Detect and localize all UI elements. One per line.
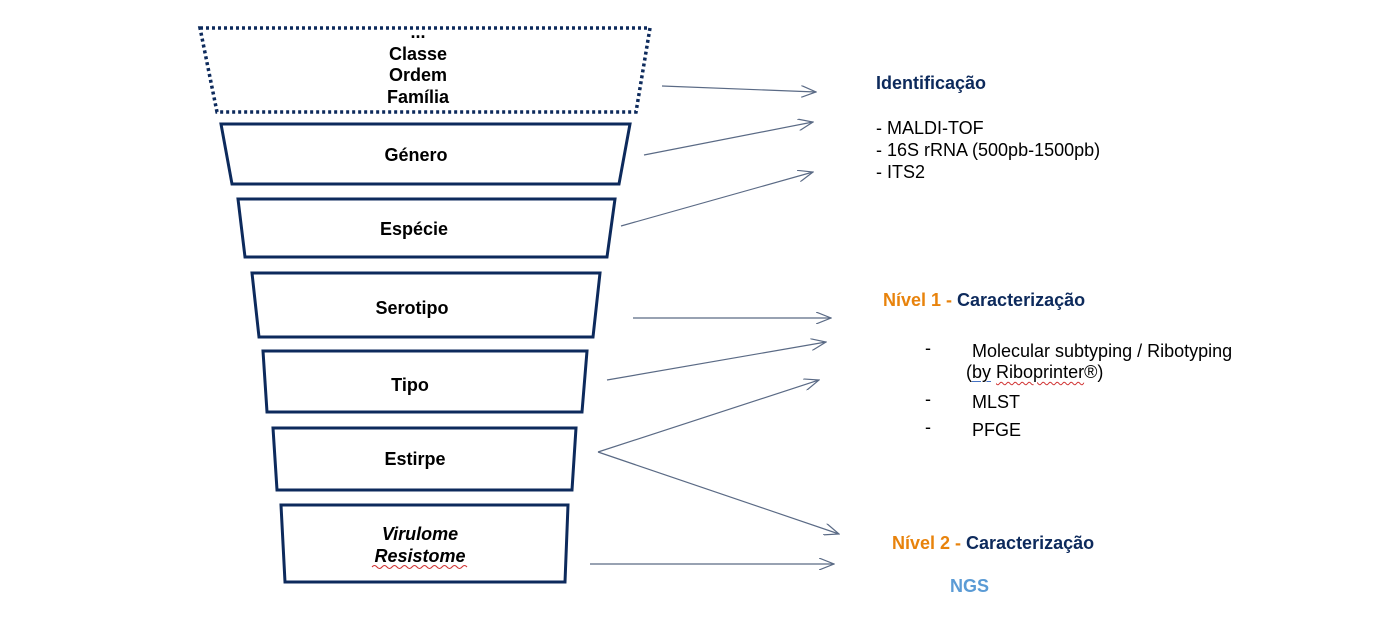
funnel-level-estirpe: Estirpe	[271, 426, 578, 492]
arrow-estirpe-to-nivel1	[597, 380, 819, 453]
funnel-level-serotipo: Serotipo	[250, 271, 602, 339]
nivel1-title-prefix: Nível 1 -	[883, 290, 958, 310]
nivel1-title: Nível 1 - Caracterização	[883, 290, 1085, 311]
level-ordem: Ordem	[389, 65, 447, 85]
funnel-level-genero: Género	[219, 122, 632, 186]
level-classe: Classe	[389, 44, 447, 64]
nivel2-title-prefix: Nível 2 -	[892, 533, 967, 553]
nivel1-item-1-line1: Molecular subtyping / Ribotyping	[972, 341, 1233, 361]
level-especie-label: Espécie	[380, 219, 448, 239]
nivel2-ngs: NGS	[950, 576, 990, 596]
arrow-especie-to-identificacao	[620, 172, 813, 227]
level-virulome-label: Virulome	[382, 524, 458, 544]
identificacao-item-its2: - ITS2	[876, 162, 926, 182]
level-tipo-label: Tipo	[391, 375, 429, 395]
level-resistome-label: Resistome	[374, 546, 465, 566]
nivel2-title-main: Caracterização	[966, 533, 1095, 553]
identificacao-item-maldi: - MALDI-TOF	[876, 118, 984, 138]
identificacao-item-16s: - 16S rRNA (500pb-1500pb)	[876, 140, 1101, 160]
arrow-tipo-to-nivel1	[606, 342, 826, 381]
funnel-level-virulome: Virulome Resistome	[279, 503, 570, 584]
level-estirpe-label: Estirpe	[384, 449, 445, 469]
nivel1-item-2: MLST	[972, 392, 1021, 412]
nivel1-title-main: Caracterização	[957, 290, 1086, 310]
level-familia: Família	[387, 87, 450, 107]
nivel1-item-3-dash: -	[925, 417, 931, 437]
nivel1-item-1-dash: -	[925, 338, 931, 358]
nivel1-item-2-dash: -	[925, 389, 931, 409]
word-riboprinter: Riboprinter	[996, 362, 1085, 382]
arrow-top-to-identificacao	[661, 85, 816, 92]
nivel1-item-3: PFGE	[972, 420, 1022, 440]
paren-open: (	[966, 362, 972, 382]
paren-close: ®)	[1084, 362, 1104, 382]
nivel2-title: Nível 2 - Caracterização	[892, 533, 1094, 554]
level-ellipsis: ...	[410, 22, 425, 42]
arrow-estirpe-to-nivel2	[597, 451, 839, 534]
arrows	[590, 85, 839, 564]
nivel1-item-1-line2: (by Riboprinter®)	[966, 361, 1103, 383]
level-serotipo-label: Serotipo	[375, 298, 448, 318]
spellcheck-underline	[371, 565, 468, 569]
funnel-level-tipo: Tipo	[261, 349, 589, 414]
identificacao-title: Identificação	[876, 73, 987, 93]
funnel-level-especie: Espécie	[236, 197, 617, 259]
funnel-level-top: ... Classe Ordem Família	[197, 22, 653, 114]
word-by: by	[972, 362, 992, 382]
arrow-genero-to-identificacao	[643, 122, 813, 156]
level-genero-label: Género	[384, 145, 447, 165]
